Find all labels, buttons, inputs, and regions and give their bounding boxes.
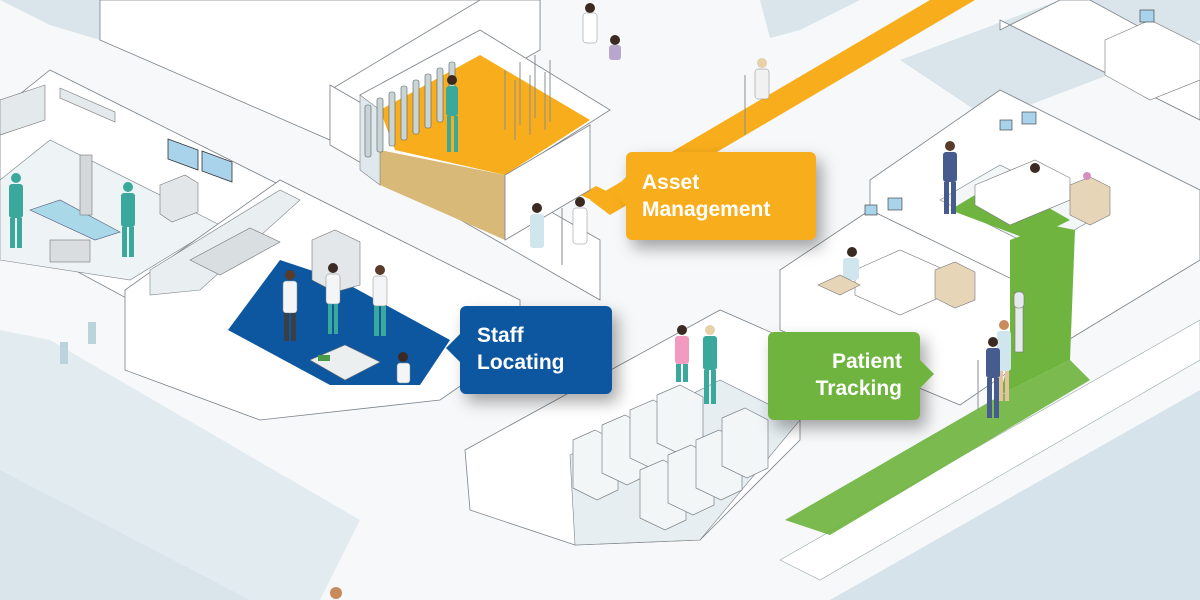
- staff-escort-figure: [986, 337, 1000, 418]
- callout-pointer: [920, 360, 934, 388]
- corridor-figures: [530, 3, 770, 265]
- walking-patient-figure: [997, 320, 1011, 401]
- top-right-rooms: [1104, 9, 1200, 101]
- staff-locating-callout: Staff Locating: [446, 306, 612, 394]
- nurse-teal-figure: [703, 325, 717, 404]
- doctor-figure: [282, 270, 298, 341]
- equipment-storage-room: [359, 29, 611, 241]
- lab-tech-figure: [325, 263, 341, 334]
- callout-label-line2: Tracking: [815, 377, 902, 400]
- callout-pointer: [612, 177, 626, 205]
- surgeon-figure: [9, 173, 23, 248]
- patient-tracking-callout: Patient Tracking: [768, 332, 934, 420]
- surgeon-figure: [121, 182, 135, 257]
- nurse-navy-figure: [943, 141, 957, 214]
- nurse-figure: [446, 75, 458, 152]
- callout-label-line1: Patient: [831, 350, 902, 373]
- callout-label-line1: Asset: [642, 171, 700, 194]
- callout-label-line1: Staff: [477, 324, 524, 347]
- callout-pointer: [446, 334, 460, 362]
- lab-room: [60, 179, 521, 421]
- asset-management-callout: Asset Management: [612, 152, 816, 240]
- nursery-room: [464, 309, 801, 546]
- callout-label-line2: Management: [642, 198, 771, 221]
- nurse-pink-figure: [675, 325, 689, 382]
- callout-label-line2: Locating: [477, 351, 565, 374]
- seated-staff-figure: [396, 352, 411, 384]
- seated-patient-figure: [843, 247, 859, 280]
- partial-figure: [330, 587, 342, 599]
- scientist-figure: [372, 265, 388, 336]
